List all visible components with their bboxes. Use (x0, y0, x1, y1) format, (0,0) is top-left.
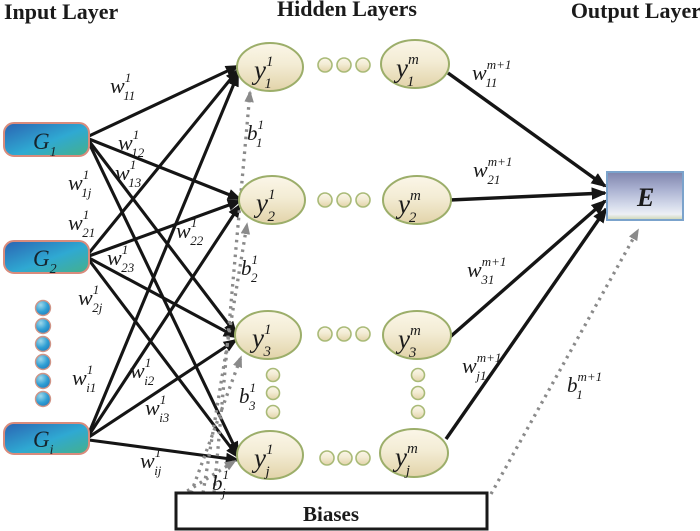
edge-g2-y1 (87, 68, 240, 254)
hidden-col2-vertical-dots (410, 367, 426, 420)
input-to-hidden-edges (87, 64, 243, 465)
input-layer-nodes: G1 G2 Gi (3, 122, 90, 458)
hidden-to-output-edges (444, 71, 608, 440)
edge-y1m-e (447, 71, 607, 188)
hidden-row-ellipsis-dots (317, 57, 371, 466)
input-node-gi: Gi (3, 422, 90, 458)
hidden-col1-vertical-dots (265, 367, 281, 420)
title-hidden-layers: Hidden Layers (277, 0, 417, 21)
input-node-g2-label: G2 (33, 246, 57, 277)
edge-y2m-e (449, 187, 608, 202)
edge-g2-y3 (88, 256, 238, 339)
bias-edge-y2 (201, 222, 251, 494)
title-input-layer: Input Layer (4, 0, 119, 24)
input-node-g1: G1 (3, 122, 90, 160)
row1-dots (317, 57, 371, 73)
row3-dots (317, 326, 371, 342)
rowj-dots (319, 450, 371, 466)
bias-edge-e (489, 228, 640, 495)
input-node-gi-label: Gi (33, 427, 54, 458)
output-node-e: E (606, 171, 684, 221)
biases-box-label: Biases (303, 502, 359, 526)
input-node-g2: G2 (3, 240, 90, 277)
output-node-e-label: E (636, 183, 654, 212)
edge-g2-yj (87, 259, 240, 459)
input-ellipsis-dots (34, 299, 52, 408)
edge-y3m-e (448, 199, 607, 339)
edge-g1-y3 (87, 140, 238, 336)
input-node-g1-label: G1 (33, 129, 57, 160)
edge-gi-y1 (87, 72, 240, 434)
edge-gi-y3 (88, 338, 238, 439)
edge-yjm-e (444, 207, 608, 440)
edge-g1-y2 (88, 137, 242, 201)
bias-edges (180, 90, 640, 497)
edge-gi-yj (88, 438, 241, 465)
edge-gi-y2 (87, 203, 242, 436)
title-output-layer: Output Layer (571, 0, 700, 23)
biases-box: Biases (174, 491, 489, 531)
edge-g2-y2 (88, 199, 243, 258)
edge-g1-y1 (88, 64, 240, 138)
bias-edge-y1 (212, 90, 254, 494)
bias-edge-yj (180, 459, 237, 497)
row2-dots (317, 192, 371, 208)
bias-edge-y3 (189, 355, 243, 494)
